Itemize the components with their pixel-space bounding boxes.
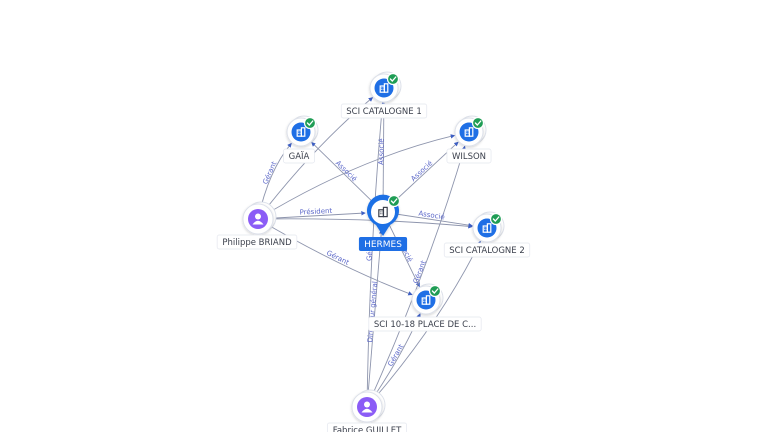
- building-icon: [482, 223, 492, 233]
- edge-label: Associé: [418, 209, 445, 221]
- check-badge-icon: [387, 194, 401, 208]
- check-badge-icon: [489, 212, 503, 226]
- node-label-text: SCI CATALOGNE 2: [449, 246, 525, 256]
- node-label-text: Fabrice GUILLET: [333, 426, 402, 432]
- node-wilson[interactable]: [454, 115, 487, 147]
- node-label-place: SCI 10-18 PLACE DE C...: [368, 316, 482, 332]
- edge-label: Gérant: [325, 249, 350, 267]
- edge-label: Gérant: [412, 259, 428, 285]
- node-label-fabrice: Fabrice GUILLET: [326, 422, 408, 432]
- edge-label: Président: [299, 207, 332, 217]
- node-label-text: GAÏA: [289, 151, 310, 162]
- building-icon: [464, 127, 474, 137]
- user-icon: [361, 401, 373, 413]
- building-icon: [296, 127, 306, 137]
- nodes-layer: HERMES SCI CATALOGNE 1 GAÏA WILSON SCI CATAL…: [216, 71, 531, 432]
- node-place[interactable]: [411, 283, 444, 315]
- node-philippe[interactable]: [242, 201, 277, 235]
- node-fabrice[interactable]: [351, 389, 386, 423]
- node-label-cat1: SCI CATALOGNE 1: [340, 103, 428, 119]
- edge-philippe-wilson[interactable]: [257, 134, 456, 220]
- edge-label: Gérant: [261, 160, 278, 185]
- edge-fabrice-wilson[interactable]: [366, 145, 466, 408]
- node-cat2[interactable]: [472, 211, 505, 243]
- check-badge-icon: [428, 284, 442, 298]
- node-label-text: Philippe BRIAND: [222, 238, 292, 248]
- check-badge-icon: [386, 72, 400, 86]
- edge-label: Directeur général: [366, 281, 379, 343]
- user-icon: [252, 213, 264, 225]
- edge-labels-layer: PrésidentGérantGérantAssociéAssociéAssoc…: [261, 138, 445, 367]
- edge-fabrice-cat1[interactable]: [366, 102, 385, 408]
- node-hermes[interactable]: [367, 194, 401, 236]
- edge-philippe-place[interactable]: [257, 218, 413, 296]
- building-icon: [421, 295, 431, 305]
- node-label-text: SCI 10-18 PLACE DE C...: [374, 320, 476, 330]
- building-icon: [379, 83, 389, 93]
- edge-philippe-cat2[interactable]: [257, 218, 473, 229]
- edge-label: Associé: [409, 159, 434, 183]
- edge-label: Associé: [334, 159, 359, 183]
- node-gaia[interactable]: [286, 115, 319, 147]
- node-label-gaia: GAÏA: [283, 148, 315, 164]
- node-label-hermes: HERMES: [358, 237, 408, 251]
- building-icon: [378, 206, 388, 218]
- node-label-text: WILSON: [452, 152, 486, 162]
- edge-label: Associé: [377, 138, 385, 165]
- node-label-wilson: WILSON: [446, 148, 492, 164]
- node-label-philippe: Philippe BRIAND: [216, 234, 298, 250]
- node-label-text: SCI CATALOGNE 1: [346, 107, 422, 117]
- node-cat1[interactable]: [369, 71, 402, 103]
- check-badge-icon: [471, 116, 485, 130]
- check-badge-icon: [303, 116, 317, 130]
- node-label-cat2: SCI CATALOGNE 2: [443, 242, 531, 258]
- node-label-text: HERMES: [364, 240, 402, 250]
